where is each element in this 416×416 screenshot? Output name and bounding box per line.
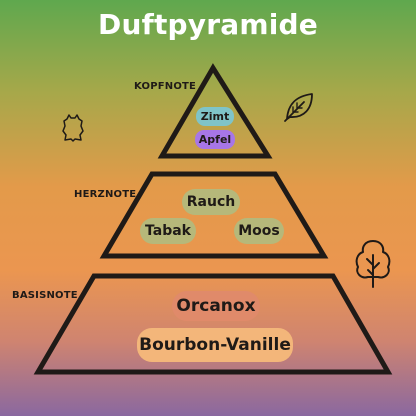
note-orcanox: Orcanox xyxy=(172,291,260,321)
note-bourbon-vanille: Bourbon-Vanille xyxy=(137,328,293,362)
note-tabak: Tabak xyxy=(140,218,196,244)
level-label-middle: HERZNOTE xyxy=(74,189,137,200)
level-label-base: BASISNOTE xyxy=(12,290,78,301)
note-rauch: Rauch xyxy=(182,189,240,215)
middle-tier xyxy=(99,171,329,259)
leather-icon xyxy=(62,114,84,142)
diagram-title: Duftpyramide xyxy=(98,8,318,41)
note-zimt: Zimt xyxy=(196,107,234,126)
level-label-top: KOPFNOTE xyxy=(134,81,197,92)
base-tier xyxy=(33,273,393,375)
top-tier xyxy=(157,63,273,159)
note-moos: Moos xyxy=(234,218,284,244)
leaf-icon xyxy=(284,93,313,122)
note-apfel: Apfel xyxy=(195,130,235,149)
tree-icon xyxy=(355,240,391,288)
